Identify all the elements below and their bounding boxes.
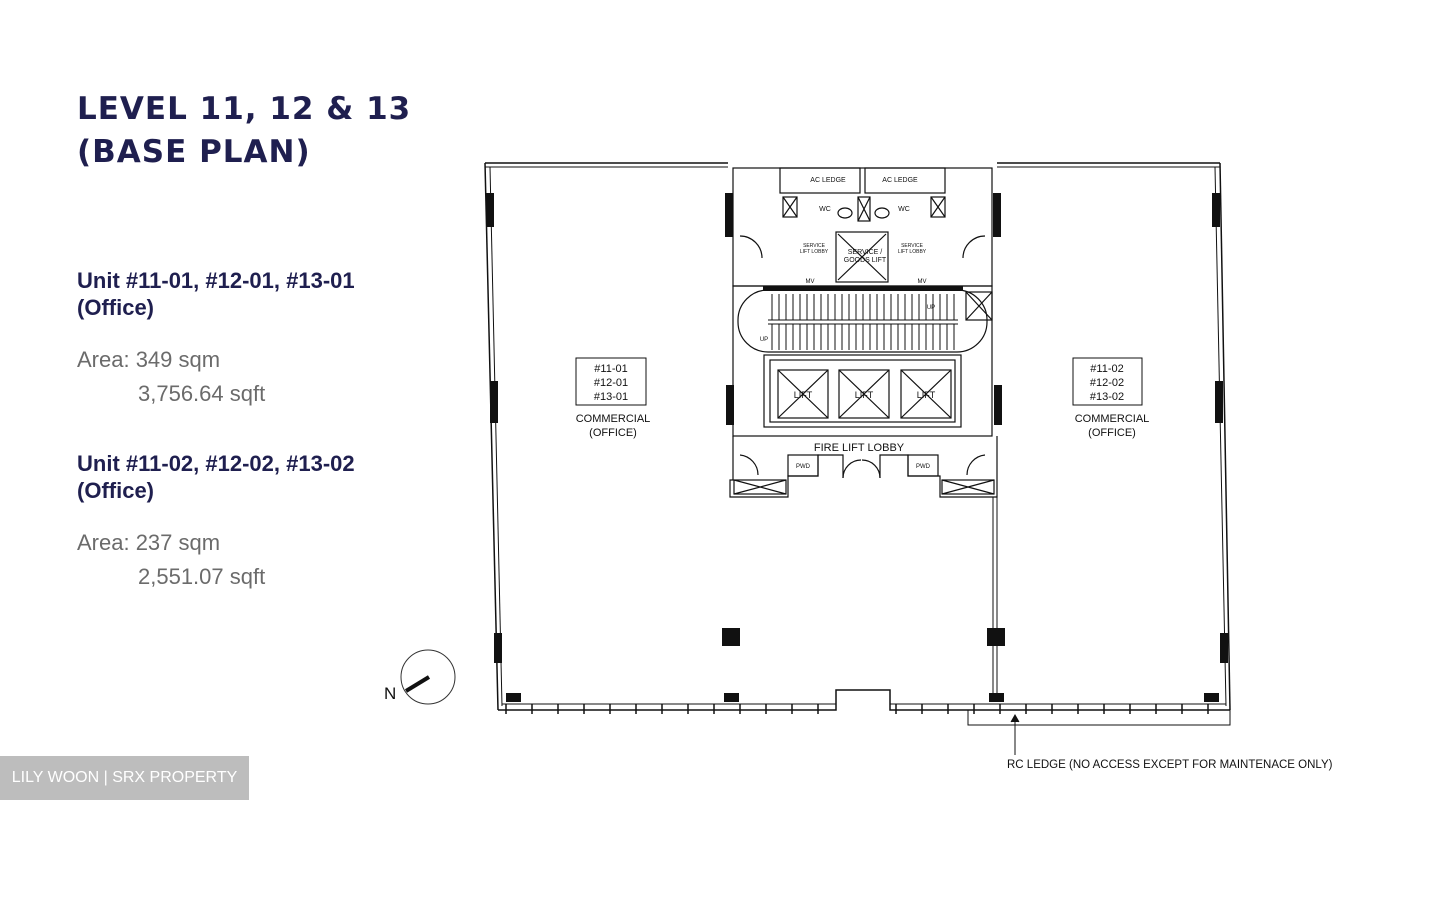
core-wall bbox=[763, 286, 963, 291]
ac-ledge-left bbox=[779, 167, 861, 194]
lift-label-2: LIFT bbox=[855, 390, 874, 400]
unit-left-num-1: #11-01 bbox=[594, 363, 627, 375]
unit-left-use2: (OFFICE) bbox=[589, 427, 637, 439]
mv-label-right: MV bbox=[918, 279, 927, 285]
unit-right-num-1: #11-02 bbox=[1090, 363, 1123, 375]
fire-lift-lobby-label: FIRE LIFT LOBBY bbox=[814, 442, 905, 454]
north-label: N bbox=[384, 684, 396, 703]
building-outline bbox=[484, 162, 1231, 711]
unit-left-num-2: #12-01 bbox=[594, 377, 628, 389]
unit-1-area: Area: 349 sqm 3,756.64 sqft bbox=[77, 343, 265, 411]
unit-right-use2: (OFFICE) bbox=[1088, 427, 1136, 439]
stair-up-label-1: UP bbox=[927, 305, 935, 311]
pwd-label-left: PWD bbox=[796, 464, 811, 470]
service-lobby-right-2: LIFT LOBBY bbox=[898, 249, 927, 255]
title-line-2: (BASE PLAN) bbox=[77, 134, 311, 170]
unit-1-area-sqft: 3,756.64 sqft bbox=[138, 381, 266, 406]
page-title: LEVEL 11, 12 & 13 (BASE PLAN) bbox=[77, 88, 411, 174]
ac-ledge-label-left: AC LEDGE bbox=[810, 177, 846, 184]
unit-label-right: #11-02 #12-02 #13-02 COMMERCIAL (OFFICE) bbox=[1072, 357, 1150, 439]
lift-label-1: LIFT bbox=[794, 390, 813, 400]
unit-right-use: COMMERCIAL bbox=[1075, 413, 1150, 425]
unit-2-area: Area: 237 sqm 2,551.07 sqft bbox=[77, 526, 265, 594]
unit-1-area-sqm: Area: 349 sqm bbox=[77, 347, 221, 372]
unit-right-num-2: #12-02 bbox=[1090, 377, 1124, 389]
rc-ledge: RC LEDGE (NO ACCESS EXCEPT FOR MAINTENAC… bbox=[967, 710, 1333, 771]
wc-label-right: WC bbox=[898, 206, 910, 213]
ac-ledge-label-right: AC LEDGE bbox=[882, 177, 918, 184]
unit-left-num-3: #13-01 bbox=[594, 391, 628, 403]
ledge-ticks bbox=[505, 704, 1209, 714]
core-labels: AC LEDGE AC LEDGE WC WC SERVICE LIFT LOB… bbox=[760, 177, 936, 470]
unit-2-area-sqm: Area: 237 sqm bbox=[77, 530, 221, 555]
unit-right-num-3: #13-02 bbox=[1090, 391, 1124, 403]
unit-left-use: COMMERCIAL bbox=[576, 413, 651, 425]
unit-label-left: #11-01 #12-01 #13-01 COMMERCIAL (OFFICE) bbox=[575, 357, 651, 439]
unit-2-type: (Office) bbox=[77, 478, 154, 503]
unit-1-title: Unit #11-01, #12-01, #13-01 (Office) bbox=[77, 267, 355, 321]
ac-ledge-right bbox=[864, 167, 946, 194]
title-line-1: LEVEL 11, 12 & 13 bbox=[77, 91, 412, 127]
north-arrow-icon: N bbox=[384, 649, 456, 705]
unit-2-title: Unit #11-02, #12-02, #13-02 (Office) bbox=[77, 450, 355, 504]
pwd-right bbox=[907, 454, 939, 477]
wc-label-left: WC bbox=[819, 206, 831, 213]
rc-ledge-label: RC LEDGE (NO ACCESS EXCEPT FOR MAINTENAC… bbox=[1007, 759, 1333, 771]
service-lift-label-2: GOODS LIFT bbox=[844, 257, 887, 264]
pwd-label-right: PWD bbox=[916, 464, 931, 470]
service-lobby-left-2: LIFT LOBBY bbox=[800, 249, 829, 255]
service-lobby-left-1: SERVICE bbox=[803, 243, 826, 249]
unit-2-area-sqft: 2,551.07 sqft bbox=[138, 564, 266, 589]
mv-label-left: MV bbox=[806, 279, 815, 285]
unit-2-name: Unit #11-02, #12-02, #13-02 bbox=[77, 451, 355, 476]
unit-1-type: (Office) bbox=[77, 295, 154, 320]
service-lobby-right-1: SERVICE bbox=[901, 243, 924, 249]
unit-1-name: Unit #11-01, #12-01, #13-01 bbox=[77, 268, 355, 293]
stair-up-label-2: UP bbox=[760, 337, 768, 343]
lift-label-3: LIFT bbox=[917, 390, 936, 400]
watermark: LILY WOON | SRX PROPERTY bbox=[0, 756, 249, 800]
columns bbox=[486, 193, 1228, 702]
service-lift bbox=[835, 231, 889, 283]
pwd-left bbox=[787, 454, 819, 477]
service-lift-label-1: SERVICE / bbox=[848, 249, 883, 256]
